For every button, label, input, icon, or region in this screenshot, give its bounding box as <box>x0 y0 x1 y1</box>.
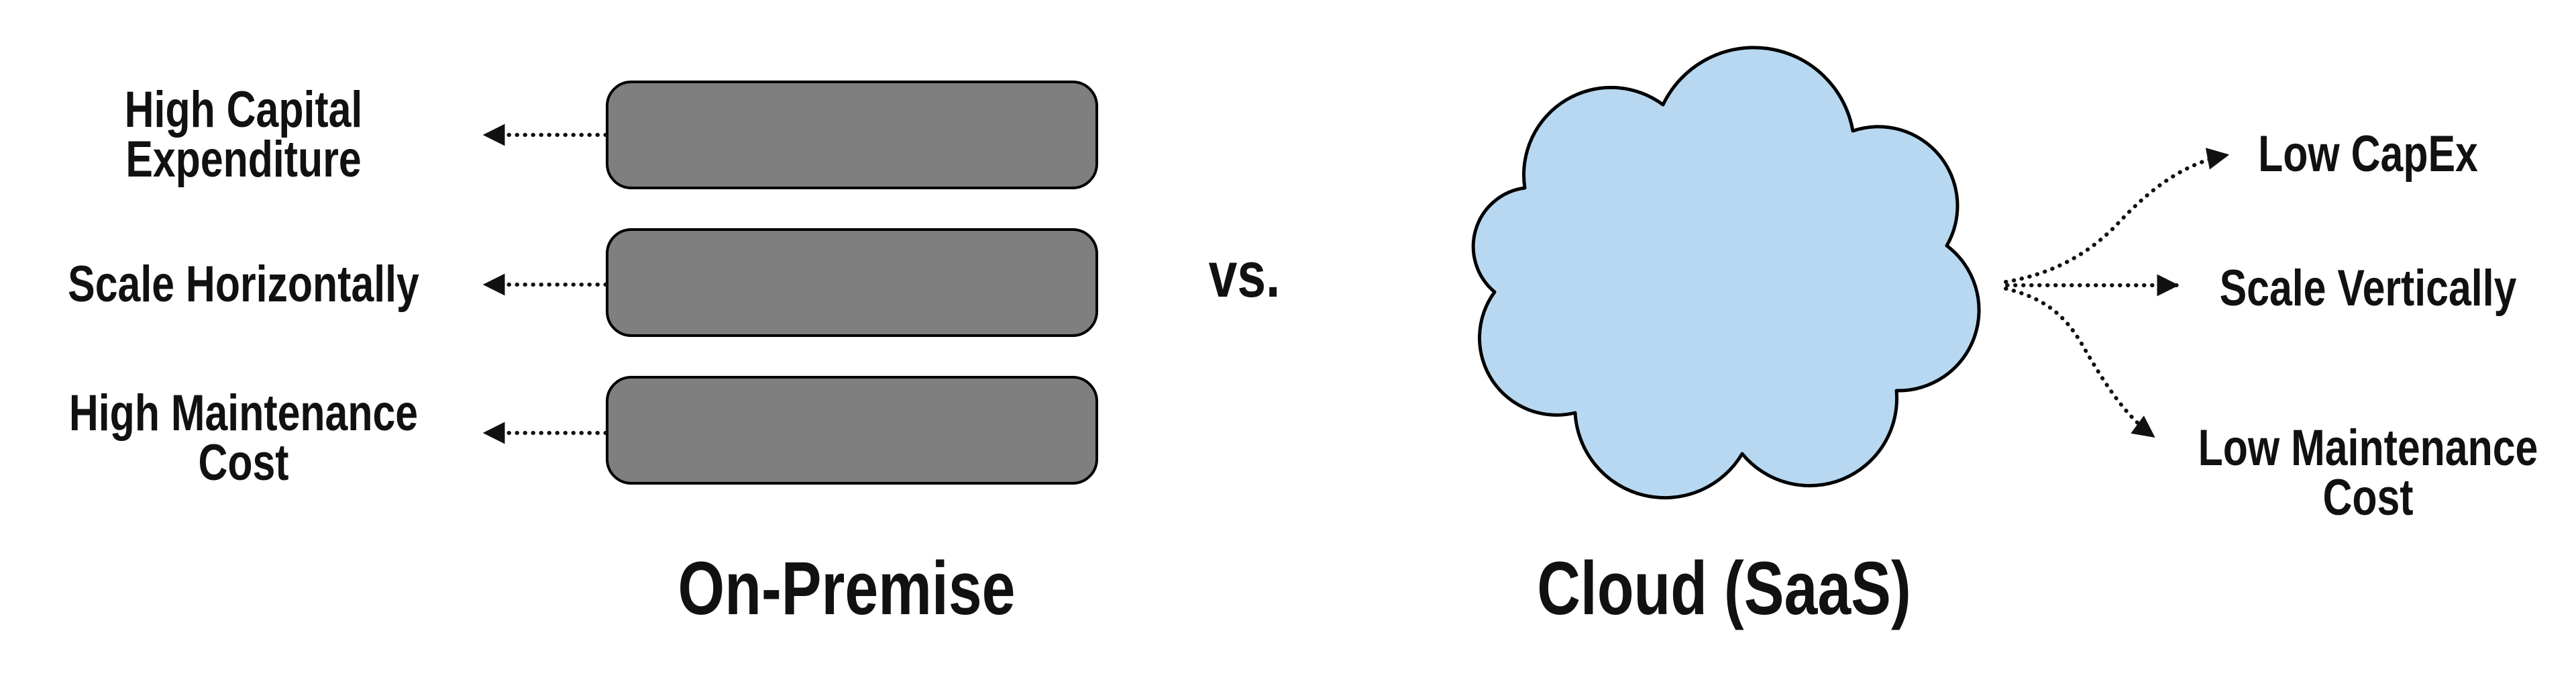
cloud-label-scale-vertically: Scale Vertically <box>2180 260 2556 317</box>
onprem-label-scale-horizontally: Scale Horizontally <box>66 256 421 313</box>
cloud-title: Cloud (SaaS) <box>1537 546 1911 630</box>
onprem-label-high-maintenance: High Maintenance Cost <box>66 385 421 491</box>
cloud-icon <box>1471 46 1981 500</box>
label-line: Cost <box>2322 469 2414 526</box>
dotted-arrow-low-capex <box>2004 148 2230 284</box>
label-line: Low CapEx <box>2258 126 2478 183</box>
label-line: Cost <box>198 434 289 491</box>
label-line: Scale Horizontally <box>68 256 419 313</box>
cloud-label-low-capex: Low CapEx <box>2180 126 2556 183</box>
server-box-top <box>606 81 1098 189</box>
label-line: Expenditure <box>125 131 362 188</box>
server-box-bottom <box>606 376 1098 485</box>
label-line: High Capital <box>124 81 363 138</box>
dotted-arrow-low-maintenance <box>2004 287 2155 438</box>
cloud-label-low-maintenance: Low Maintenance Cost <box>2180 420 2556 526</box>
label-line: Low Maintenance <box>2198 420 2538 477</box>
server-box-middle <box>606 228 1098 337</box>
vs-separator: vs. <box>1208 239 1281 311</box>
onprem-title: On-Premise <box>678 546 1016 630</box>
label-line: Scale Vertically <box>2219 260 2517 317</box>
label-line: High Maintenance <box>68 385 419 442</box>
onprem-label-high-capex: High Capital Expenditure <box>66 85 421 185</box>
